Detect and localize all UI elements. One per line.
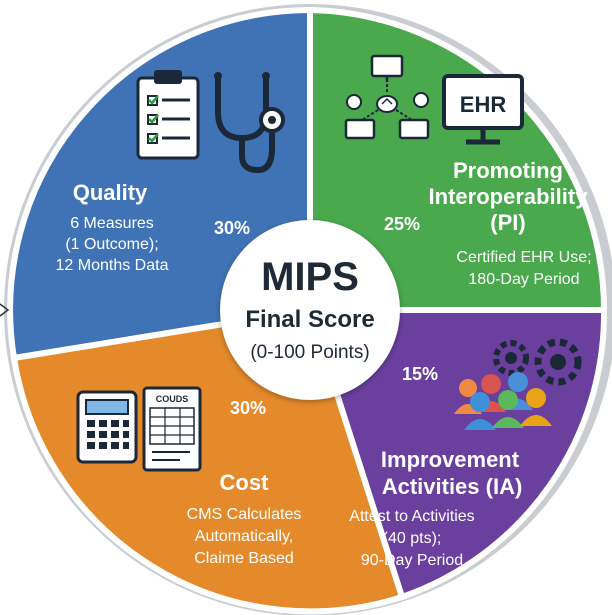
- quality-line-2: (1 Outcome);: [65, 236, 158, 253]
- ehr-label: EHR: [460, 92, 507, 117]
- ia-line-3: 90-Day Period: [361, 552, 463, 569]
- ia-line-2: (40 pts);: [383, 530, 442, 547]
- ehr-monitor-icon: EHR: [442, 74, 524, 145]
- clipboard-icon: [136, 70, 200, 160]
- pi-title-line-1: Promoting: [453, 158, 563, 183]
- pi-percent: 25%: [384, 214, 420, 234]
- segment-ia: [305, 307, 608, 601]
- calculator-icon: [76, 390, 138, 464]
- quality-percent: 30%: [214, 218, 250, 238]
- ia-title-line-2: Activities (IA): [382, 474, 523, 499]
- cost-percent: 30%: [230, 398, 266, 418]
- center-range: (0-100 Points): [250, 342, 369, 363]
- claim-form-label: COUDS: [156, 394, 189, 404]
- ia-percent: 15%: [402, 364, 438, 384]
- gears-icon: [493, 338, 582, 386]
- center-circle: [220, 220, 400, 400]
- cost-line-2: Automatically,: [195, 528, 293, 545]
- quality-line-1: 6 Measures: [70, 215, 154, 232]
- stethoscope-icon: [214, 72, 285, 174]
- claim-form-icon: COUDS: [142, 386, 202, 472]
- center-subtitle: Final Score: [245, 306, 374, 333]
- cost-title: Cost: [220, 470, 270, 495]
- quality-line-3: 12 Months Data: [56, 257, 169, 274]
- pi-line-2: 180-Day Period: [468, 271, 579, 288]
- cost-line-3: Claime Based: [194, 550, 294, 567]
- ia-line-1: Attest to Activities: [349, 508, 474, 525]
- network-computers-icon: [344, 54, 430, 140]
- quality-title: Quality: [73, 180, 148, 205]
- ia-title-line-1: Improvement: [381, 447, 520, 472]
- pi-title-line-3: (PI): [490, 210, 525, 235]
- edge-arrow-icon: [0, 303, 10, 317]
- team-people-icon: [454, 372, 552, 430]
- cost-line-1: CMS Calculates: [187, 506, 302, 523]
- center-title: MIPS: [261, 255, 359, 299]
- pi-line-1: Certified EHR Use;: [456, 249, 591, 266]
- pi-title-line-2: Interoperability: [429, 184, 589, 209]
